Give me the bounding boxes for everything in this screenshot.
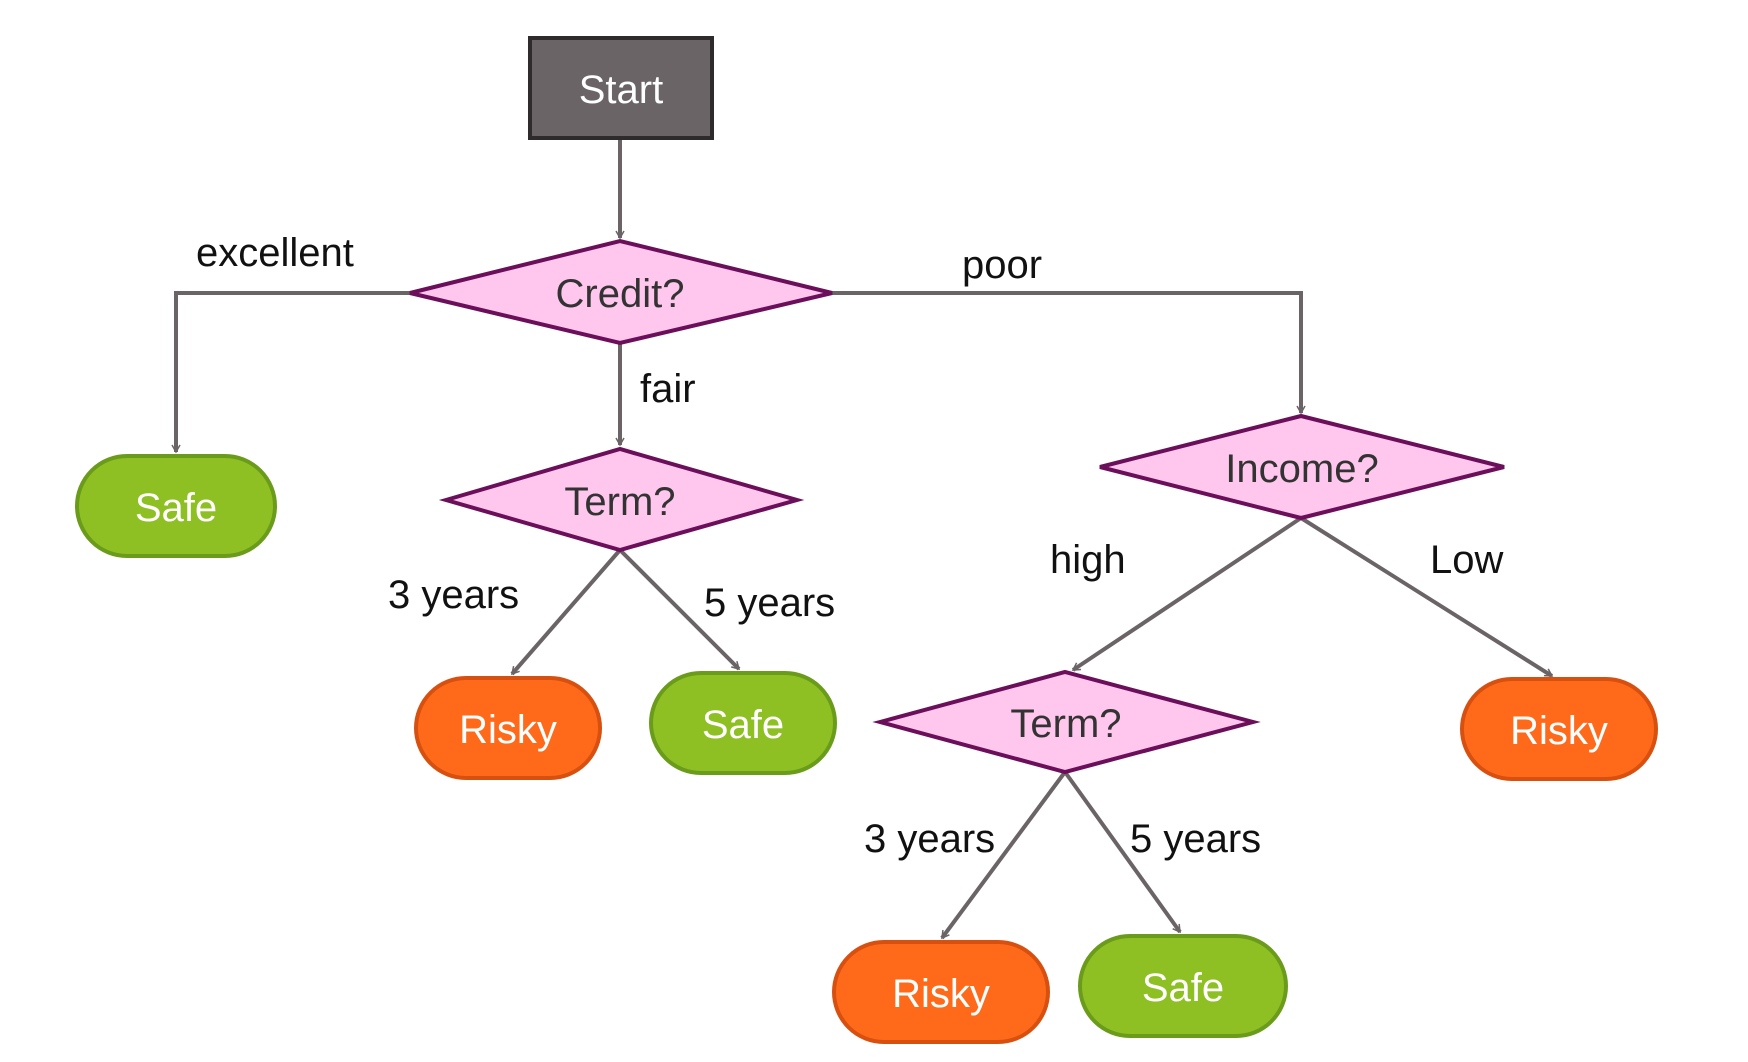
start-label: Start (579, 68, 663, 112)
edge-term-high-3years (940, 770, 1067, 940)
edge-term-high-5years (1063, 770, 1182, 934)
edge-income-low (1299, 516, 1554, 678)
decision-credit: Credit? (409, 238, 833, 346)
start-node: Start (528, 36, 714, 140)
decision-credit-label: Credit? (556, 272, 685, 316)
edges (171, 140, 1554, 940)
edge-credit-poor (832, 291, 1306, 415)
leaf-risky-high-3years-label: Risky (892, 972, 990, 1016)
edge-term-5years (618, 548, 741, 671)
decision-term-fair: Term? (438, 446, 805, 553)
edge-credit-excellent (171, 291, 410, 454)
leaf-risky-low: Risky (1460, 677, 1658, 781)
decision-income-label: Income? (1225, 447, 1378, 491)
edge-label-high: high (1050, 538, 1126, 582)
leaf-risky-fair-3years-label: Risky (459, 708, 557, 752)
edge-label-fair-3years: 3 years (388, 573, 519, 617)
edge-term-3years (510, 548, 622, 676)
decision-income: Income? (1099, 413, 1505, 521)
edge-label-high-3years: 3 years (864, 817, 995, 861)
edge-label-excellent: excellent (196, 231, 354, 275)
leaf-risky-high-3years: Risky (832, 940, 1050, 1044)
edge-labels: excellent fair poor 3 years 5 years high… (196, 231, 1503, 861)
decision-term-high: Term? (872, 669, 1261, 775)
leaf-safe-fair-5years: Safe (649, 671, 837, 775)
leaf-risky-low-label: Risky (1510, 709, 1608, 753)
decision-term-fair-label: Term? (564, 480, 675, 524)
edge-label-high-5years: 5 years (1130, 817, 1261, 861)
leaf-safe-excellent: Safe (75, 454, 277, 558)
edge-income-high (1071, 516, 1303, 672)
edge-label-poor: poor (962, 243, 1042, 287)
leaf-safe-high-5years: Safe (1078, 934, 1288, 1038)
leaf-safe-excellent-label: Safe (135, 486, 217, 530)
decision-term-high-label: Term? (1010, 702, 1121, 746)
edge-label-fair: fair (640, 367, 696, 411)
edge-label-low: Low (1430, 538, 1503, 582)
leaf-safe-fair-5years-label: Safe (702, 703, 784, 747)
leaf-risky-fair-3years: Risky (414, 676, 602, 780)
leaf-safe-high-5years-label: Safe (1142, 966, 1224, 1010)
edge-label-fair-5years: 5 years (704, 581, 835, 625)
